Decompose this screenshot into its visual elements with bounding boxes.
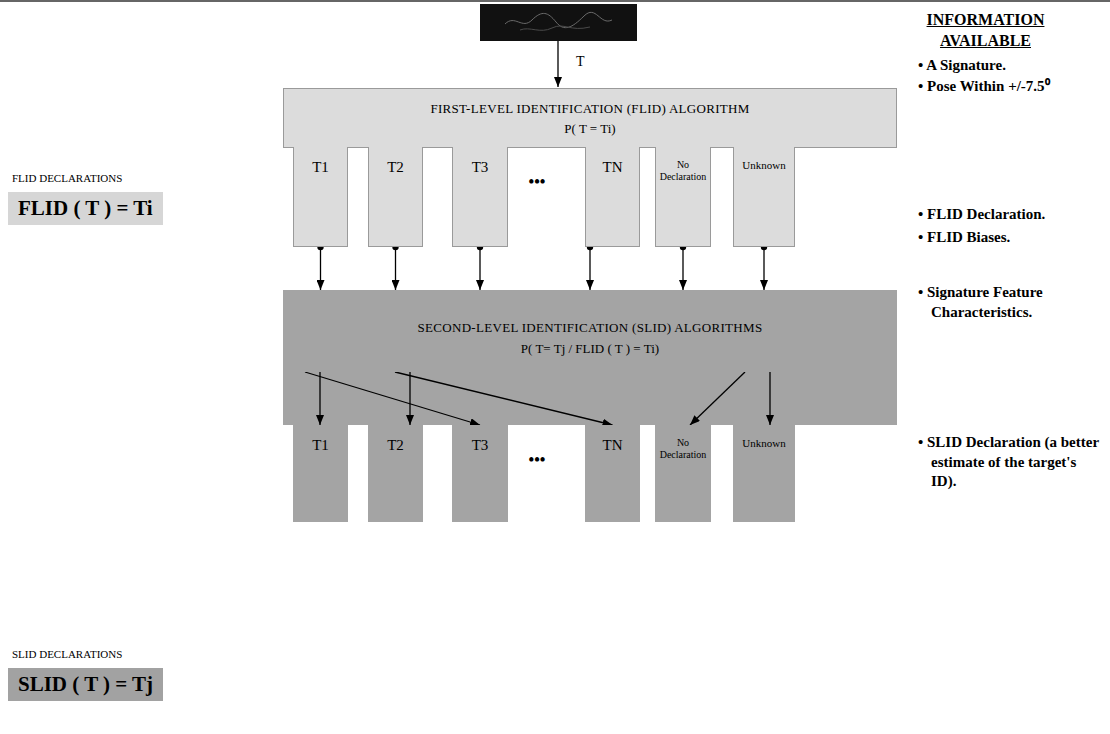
- info-item: • Signature Feature Characteristics.: [918, 283, 1101, 322]
- signature-arrow: [557, 41, 558, 87]
- flid-output-arrow: [395, 247, 396, 290]
- slid-mapping-arrow: [395, 372, 613, 425]
- info-item: • SLID Declaration (a better estimate of…: [918, 433, 1101, 492]
- node-title: T2: [370, 437, 421, 454]
- flid-declaration-tab: T1: [293, 147, 348, 247]
- node-title: SECOND-LEVEL IDENTIFICATION (SLID) ALGOR…: [283, 320, 897, 336]
- slid-declaration-tab: Unknown: [733, 425, 795, 522]
- slid-declaration-tab: T2: [368, 425, 423, 522]
- signature-trace: [520, 26, 590, 30]
- slid-mapping-arrow: [305, 372, 480, 425]
- node-title: T1: [296, 159, 345, 176]
- flid-output-arrow: [479, 247, 480, 290]
- node-title: Unknown: [735, 437, 793, 449]
- node-title: SLID DECLARATIONS: [12, 648, 208, 660]
- info-item: • Pose Within +/-7.5⁰: [918, 77, 1110, 97]
- flid-declaration-tab: Unknown: [733, 147, 795, 247]
- ellipsis: •••: [512, 450, 562, 471]
- info-item: • A Signature.: [918, 56, 1110, 76]
- ellipsis: •••: [512, 172, 562, 193]
- info-item: • FLID Declaration.: [918, 205, 1110, 225]
- info-item: • FLID Biases.: [918, 228, 1110, 248]
- flid-declaration-tab: T2: [368, 147, 423, 247]
- flid-algorithm-band: FIRST-LEVEL IDENTIFICATION (FLID) ALGORI…: [283, 88, 897, 148]
- node-formula: FLID ( T ) = Ti: [8, 192, 163, 225]
- node-title: T1: [295, 437, 346, 454]
- flid-output-arrow: [589, 247, 590, 290]
- slid-declaration-box: SLID DECLARATIONS SLID ( T ) = Tj: [8, 648, 208, 708]
- node-formula: P( T = Ti): [284, 121, 896, 137]
- flid-output-arrow: [320, 247, 321, 290]
- flid-declaration-tab: No Declaration: [655, 147, 711, 247]
- page-rule: [0, 0, 1110, 2]
- flid-declaration-tab: TN: [585, 147, 640, 247]
- slid-declaration-tab: TN: [585, 425, 640, 522]
- flid-output-arrow: [763, 247, 764, 290]
- slid-algorithm-band: SECOND-LEVEL IDENTIFICATION (SLID) ALGOR…: [283, 290, 897, 372]
- slid-declaration-tab: T1: [293, 425, 348, 522]
- slid-mapping-arrow: [409, 372, 410, 425]
- node-title: No Declaration: [658, 159, 708, 182]
- slid-declaration-tab: No Declaration: [655, 425, 711, 522]
- node-title: FIRST-LEVEL IDENTIFICATION (FLID) ALGORI…: [284, 101, 896, 117]
- node-formula: P( T= Tj / FLID ( T ) = Ti): [283, 341, 897, 357]
- node-title: T2: [371, 159, 420, 176]
- node-title: TN: [587, 437, 638, 454]
- signature-trace: [505, 12, 612, 27]
- node-title: No Declaration: [657, 437, 709, 460]
- slid-arrow-row: [283, 372, 897, 425]
- slid-mapping-arrow: [769, 372, 770, 425]
- node-title: Unknown: [736, 159, 792, 171]
- panel-heading: INFORMATION AVAILABLE: [903, 10, 1068, 52]
- node-title: FLID DECLARATIONS: [12, 172, 208, 184]
- slid-mapping-arrow: [690, 372, 745, 425]
- node-formula: SLID ( T ) = Tj: [8, 668, 163, 701]
- node-title: TN: [588, 159, 637, 176]
- flid-declaration-tab: T3: [452, 147, 508, 247]
- node-title: T3: [454, 437, 506, 454]
- slid-declaration-tab: T3: [452, 425, 508, 522]
- signal-label: T: [576, 53, 596, 71]
- flid-declaration-box: FLID DECLARATIONS FLID ( T ) = Ti: [8, 172, 208, 232]
- node-title: T3: [455, 159, 505, 176]
- flid-output-arrow: [682, 247, 683, 290]
- signature-image: [480, 4, 637, 41]
- slid-mapping-arrow: [319, 372, 320, 425]
